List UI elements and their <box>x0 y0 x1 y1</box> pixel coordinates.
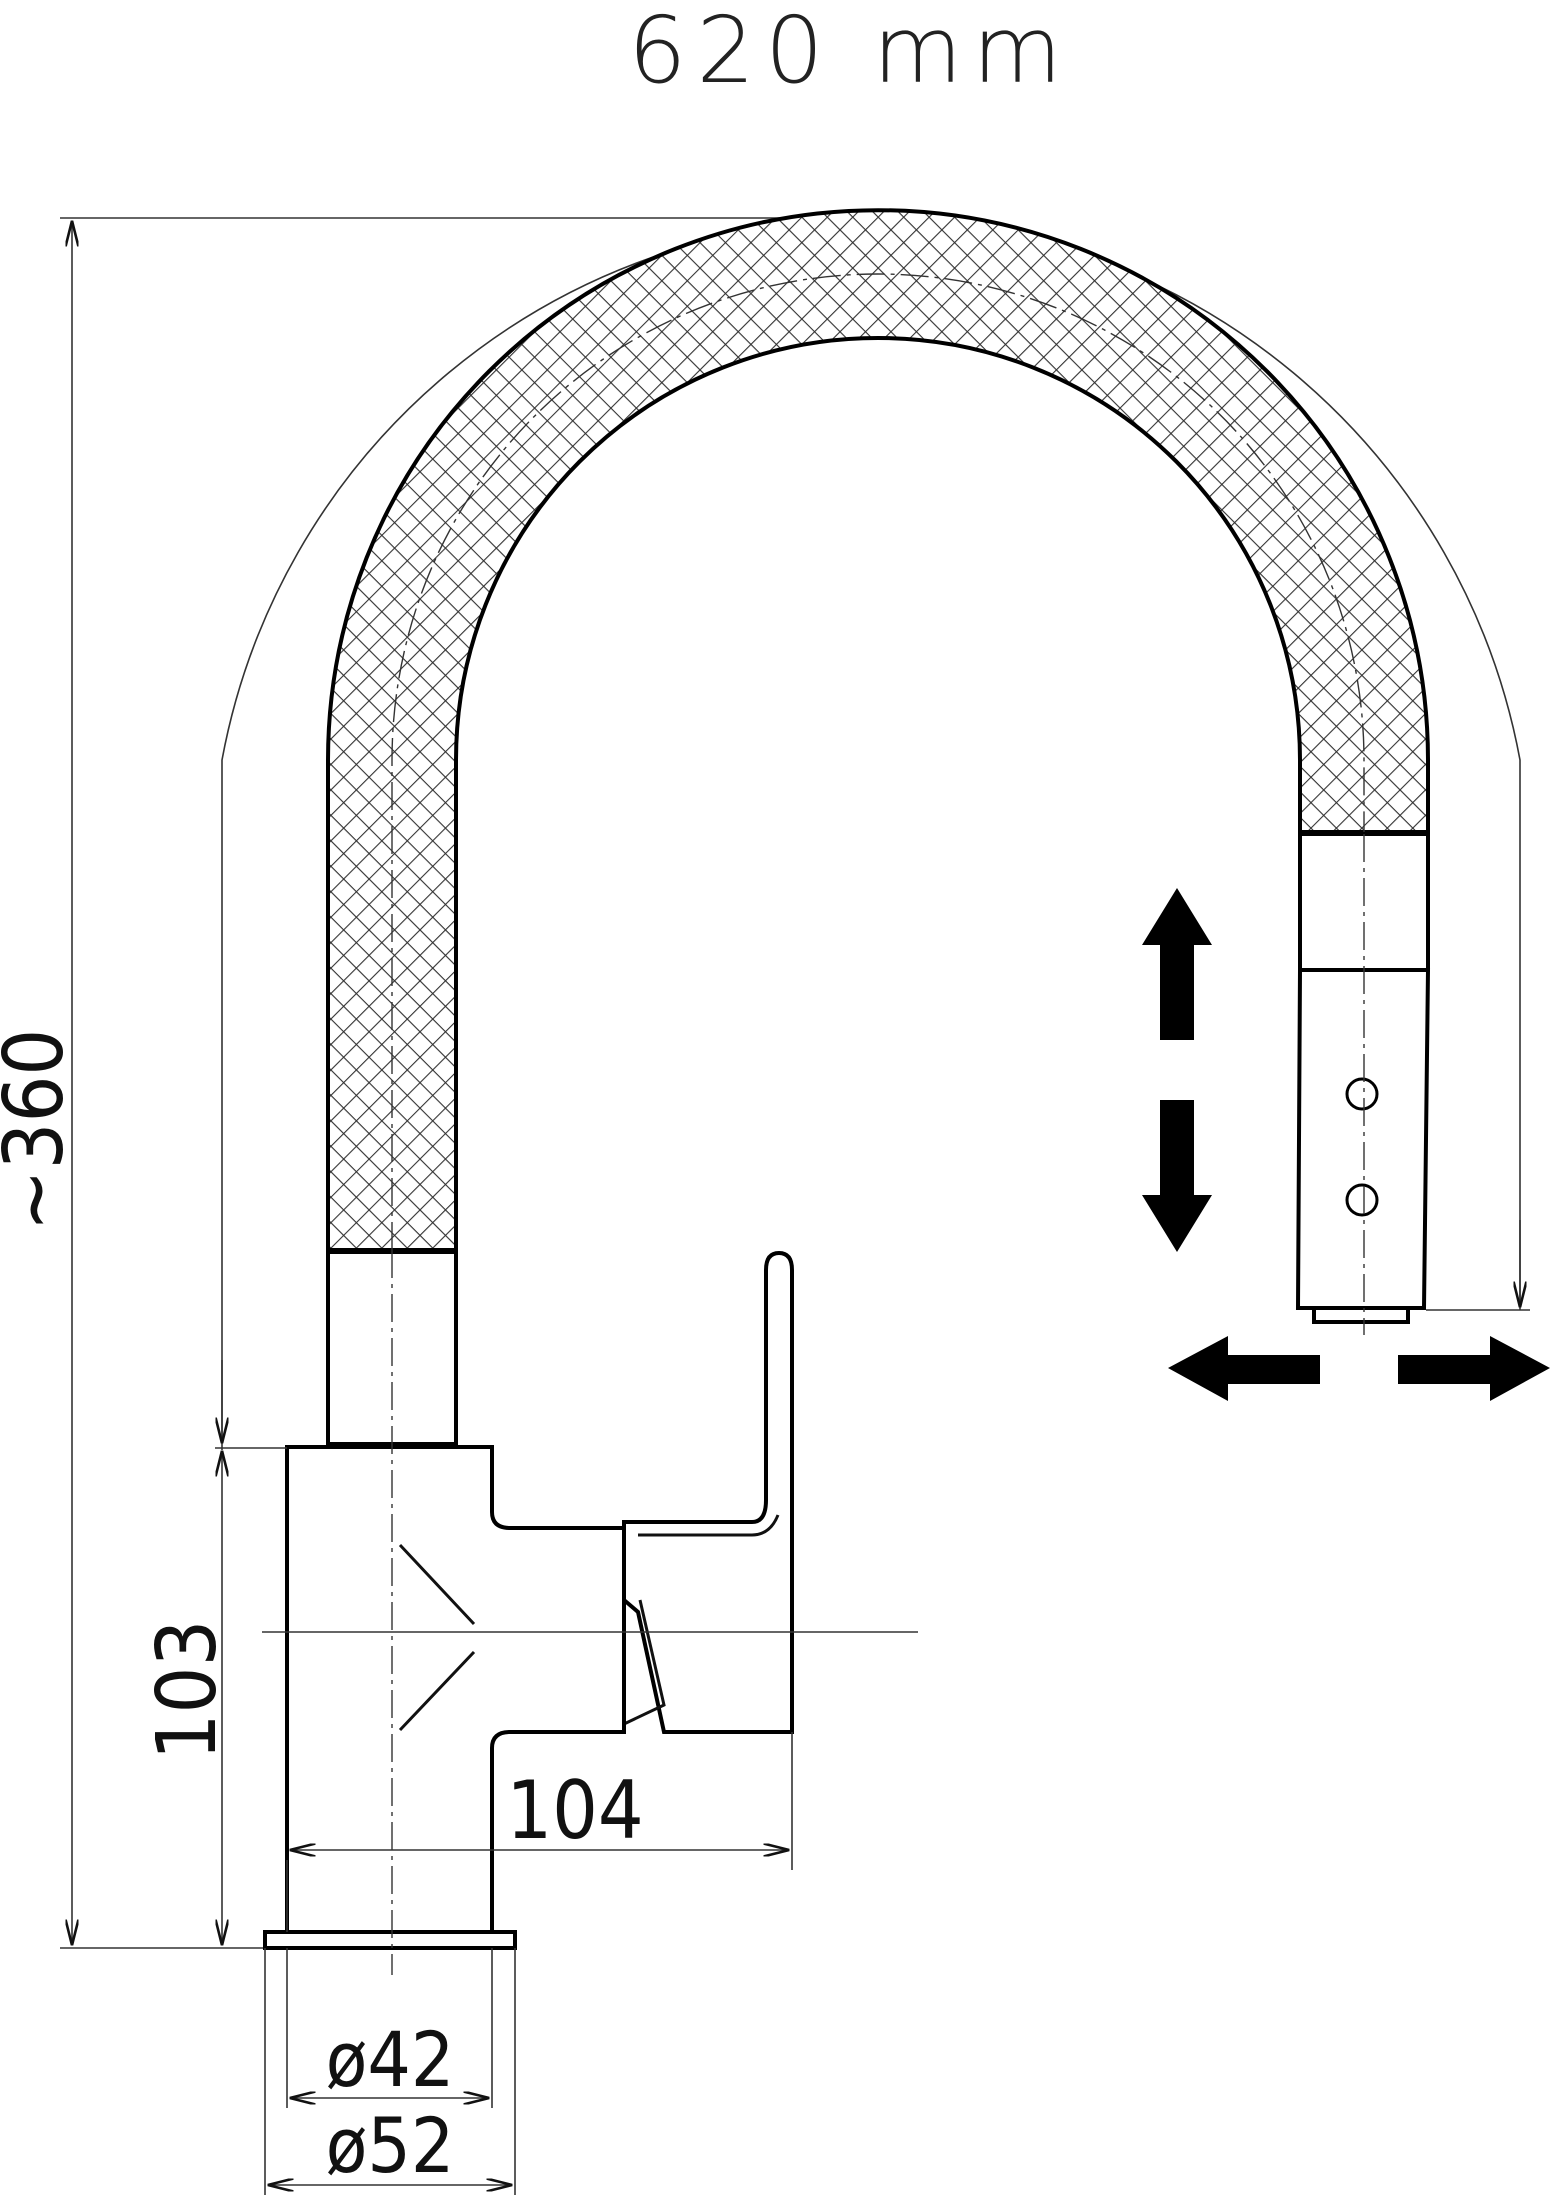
braided-hose <box>326 208 1430 1252</box>
arrow-down-icon <box>1142 1100 1212 1252</box>
lever-handle <box>622 1250 794 1734</box>
spray-button-bottom <box>1345 1183 1379 1217</box>
arrow-right-icon <box>1398 1336 1550 1401</box>
spray-button-top <box>1345 1077 1379 1111</box>
base-plate <box>263 1930 517 1950</box>
height-label: ~360 <box>0 1029 82 1232</box>
arrow-left-icon <box>1168 1336 1320 1401</box>
spray-nozzle <box>1312 1306 1410 1324</box>
offset-label: 104 <box>506 1764 643 1857</box>
lever-detail <box>623 1514 780 1726</box>
body-height-label: 103 <box>140 1620 235 1761</box>
inner-diameter-label: ø42 <box>326 2015 455 2104</box>
outer-diameter-label: ø52 <box>326 2101 455 2190</box>
reach-label: 620 mm <box>628 0 1072 104</box>
arrow-up-icon <box>1142 888 1212 1040</box>
body-cross-mark <box>398 1543 476 1732</box>
hose-centerline <box>391 273 1365 1250</box>
spray-head <box>1295 968 1431 1310</box>
faucet-body <box>285 1445 626 1934</box>
